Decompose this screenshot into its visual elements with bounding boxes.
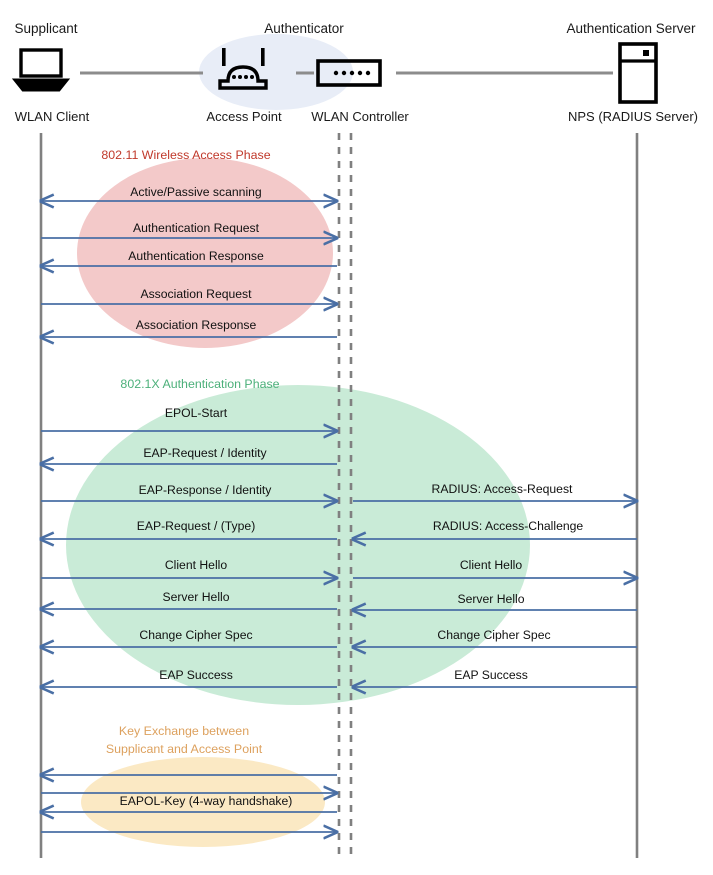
role-label-auth-server: Authentication Server [566, 21, 696, 36]
device-label-access-point: Access Point [206, 109, 282, 124]
message-label: EAPOL-Key (4-way handshake) [120, 794, 293, 808]
message-label: EPOL-Start [165, 406, 228, 420]
phase-8021x-ellipse [66, 385, 530, 705]
phase-keyexchange-ellipse [81, 757, 325, 847]
phase-label-keyexchange-line2: Supplicant and Access Point [106, 742, 263, 756]
message-label: Server Hello [457, 592, 524, 606]
message-label: Authentication Response [128, 249, 264, 263]
message-label: Change Cipher Spec [437, 628, 550, 642]
message-label: Association Request [140, 287, 252, 301]
server-icon [618, 42, 658, 104]
message-label: EAP-Request / Identity [143, 446, 267, 460]
message-label: Client Hello [165, 558, 228, 572]
laptop-icon [11, 48, 71, 92]
message-label: Authentication Request [133, 221, 260, 235]
message-label: Client Hello [460, 558, 523, 572]
device-label-wlan-client: WLAN Client [15, 109, 90, 124]
authenticator-ellipse [199, 34, 353, 110]
phase-label-keyexchange-line1: Key Exchange between [119, 724, 249, 738]
device-label-wlan-controller: WLAN Controller [311, 109, 409, 124]
phase-label-8021x: 802.1X Authentication Phase [120, 377, 279, 391]
message-label: Server Hello [162, 590, 229, 604]
message-label: EAP Success [159, 668, 233, 682]
message-label: EAP Success [454, 668, 528, 682]
message-label: EAP-Request / (Type) [137, 519, 256, 533]
message-label: Association Response [136, 318, 257, 332]
phase-label-80211: 802.11 Wireless Access Phase [101, 148, 270, 162]
device-label-nps-radius-server: NPS (RADIUS Server) [568, 109, 698, 124]
message-label: Active/Passive scanning [130, 185, 261, 199]
role-label-supplicant: Supplicant [14, 21, 77, 36]
wlan-controller-icon [316, 59, 382, 87]
message-label: Change Cipher Spec [139, 628, 252, 642]
role-label-authenticator: Authenticator [264, 21, 344, 36]
message-label: RADIUS: Access-Challenge [433, 519, 584, 533]
message-label: RADIUS: Access-Request [432, 482, 573, 496]
access-point-icon [218, 48, 268, 90]
message-label: EAP-Response / Identity [139, 483, 273, 497]
